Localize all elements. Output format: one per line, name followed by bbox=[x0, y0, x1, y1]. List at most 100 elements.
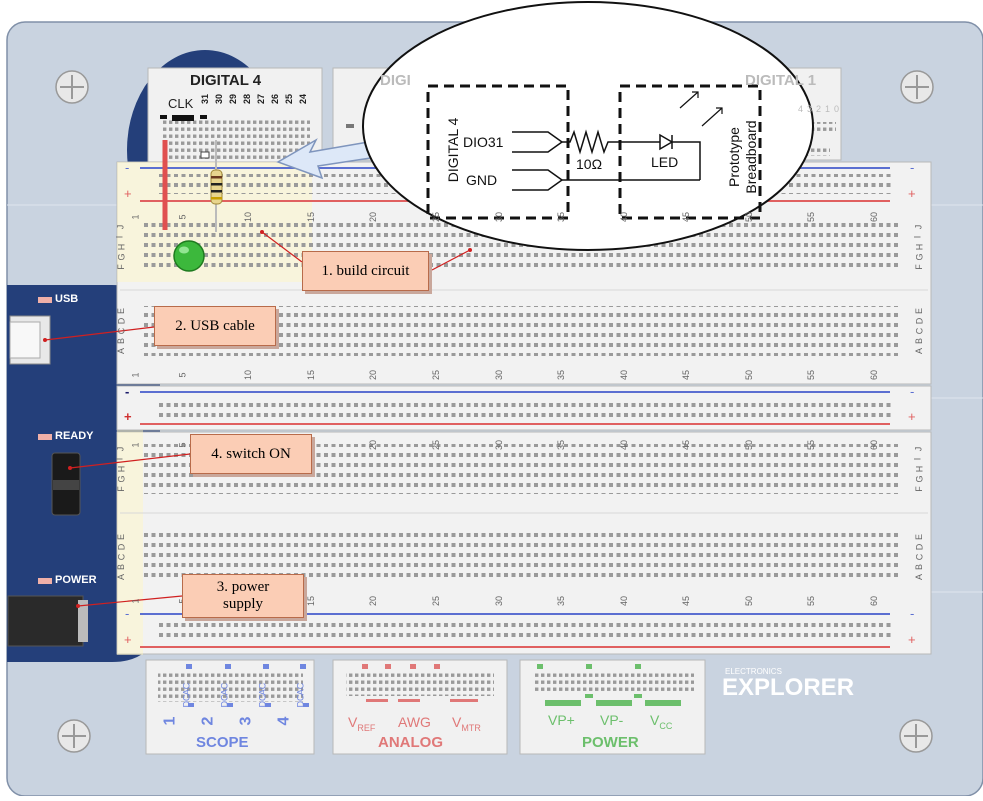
scope-channel-number: 1 bbox=[161, 716, 179, 726]
rail-plus-bottom-left: + bbox=[124, 632, 132, 647]
pin-number: 31 bbox=[200, 93, 210, 104]
screw-top-right-icon bbox=[900, 70, 934, 104]
column-number: 45 bbox=[681, 211, 692, 223]
row-letter: B bbox=[914, 563, 925, 571]
row-letter: D bbox=[116, 317, 127, 325]
vmtr-sub: MTR bbox=[461, 722, 481, 733]
schematic-proto-line2: Breadboard bbox=[743, 120, 759, 194]
row-letter: A bbox=[914, 573, 925, 581]
usb-label: USB bbox=[55, 293, 79, 305]
column-number: 60 bbox=[869, 595, 880, 607]
column-number: 60 bbox=[869, 211, 880, 223]
rail-plus-mid-left: + bbox=[124, 409, 132, 424]
column-number: 15 bbox=[306, 595, 317, 607]
schematic-dio31-label: DIO31 bbox=[463, 134, 504, 150]
row-letter: F bbox=[115, 264, 126, 270]
column-number: 10 bbox=[243, 211, 254, 223]
row-letter: B bbox=[914, 337, 925, 345]
vmtr-label: VMTR bbox=[452, 714, 481, 733]
vmtr-text: V bbox=[452, 714, 462, 730]
column-number: 30 bbox=[494, 369, 505, 381]
analog-label: ANALOG bbox=[378, 734, 443, 751]
vp-minus-label: VP- bbox=[600, 712, 624, 728]
column1-highlight bbox=[117, 430, 143, 655]
column-number: 1 bbox=[130, 372, 141, 378]
column-number: 50 bbox=[744, 369, 755, 381]
power-led bbox=[38, 578, 52, 584]
column-number: 40 bbox=[619, 369, 630, 381]
vcc-text: V bbox=[650, 712, 660, 728]
column-number: 55 bbox=[806, 439, 817, 451]
row-letter: A bbox=[914, 347, 925, 355]
column-number: 35 bbox=[556, 439, 567, 451]
column-number: 50 bbox=[744, 595, 755, 607]
column-number: 60 bbox=[869, 439, 880, 451]
vp-plus-label: VP+ bbox=[548, 712, 575, 728]
row-letter: I bbox=[912, 235, 923, 239]
callout-usb-cable: 2. USB cable bbox=[154, 306, 276, 346]
callout-build-circuit: 1. build circuit bbox=[302, 251, 429, 291]
rail-minus-mid-left: - bbox=[125, 384, 130, 399]
scope-dc-label: DC bbox=[181, 694, 192, 708]
screw-top-left-icon bbox=[55, 70, 89, 104]
awg-label: AWG bbox=[398, 714, 431, 730]
power-jack[interactable] bbox=[7, 595, 84, 647]
explorer-logo: EXPLORER bbox=[722, 674, 855, 701]
rail-minus-top-right: - bbox=[910, 160, 915, 175]
row-letter: A bbox=[116, 347, 127, 355]
scope-channel-number: 2 bbox=[199, 716, 217, 726]
row-letter: E bbox=[116, 533, 127, 541]
column-number: 30 bbox=[494, 595, 505, 607]
row-letter: C bbox=[116, 553, 127, 561]
digital4-label: DIGITAL 4 bbox=[190, 72, 262, 89]
schematic-resistor-label: 10Ω bbox=[576, 156, 603, 172]
row-letter: J bbox=[913, 446, 924, 452]
column-number: 5 bbox=[177, 214, 188, 220]
row-letter: H bbox=[914, 465, 925, 473]
row-letter: A bbox=[116, 573, 127, 581]
pin-number: 25 bbox=[284, 93, 294, 104]
power-module-label: POWER bbox=[582, 734, 639, 751]
column-number: 55 bbox=[806, 211, 817, 223]
schematic-module-box bbox=[426, 84, 570, 220]
digital1-label: DIGITAL 1 bbox=[745, 72, 817, 89]
vref-text: V bbox=[348, 714, 358, 730]
column-number: 55 bbox=[806, 369, 817, 381]
vcc-sub: CC bbox=[659, 720, 673, 731]
row-letter: E bbox=[116, 307, 127, 315]
rail-minus-bottom-left: - bbox=[125, 606, 130, 621]
clk-bar bbox=[172, 115, 194, 121]
rail-plus-top-left: + bbox=[124, 186, 132, 201]
scope-dc-label: DC bbox=[257, 694, 268, 708]
callout-usb-text: 2. USB cable bbox=[175, 317, 255, 334]
column-number: 40 bbox=[619, 439, 630, 451]
scope-channel-number: 3 bbox=[237, 716, 255, 726]
row-letter: E bbox=[914, 533, 925, 541]
ready-label: READY bbox=[55, 430, 94, 442]
column-number: 15 bbox=[306, 211, 317, 223]
schematic-proto-line1: Prototype bbox=[726, 127, 742, 187]
column-number: 35 bbox=[556, 369, 567, 381]
row-letter: H bbox=[116, 243, 127, 251]
ready-led bbox=[38, 434, 52, 440]
pin-number: 4 bbox=[798, 104, 804, 114]
row-letter: H bbox=[914, 243, 925, 251]
row-letter: G bbox=[116, 253, 127, 261]
callout-switch-text: 4. switch ON bbox=[211, 445, 291, 462]
column-number: 5 bbox=[177, 442, 188, 448]
column-number: 50 bbox=[744, 211, 755, 223]
row-letter: D bbox=[116, 543, 127, 551]
row-letter: J bbox=[115, 224, 126, 230]
scope-label: SCOPE bbox=[196, 734, 249, 751]
pin-number: 29 bbox=[228, 93, 238, 104]
pin-number: 30 bbox=[214, 93, 224, 104]
row-letter: B bbox=[116, 337, 127, 345]
row-letter: I bbox=[114, 457, 125, 461]
schematic-gnd-label: GND bbox=[466, 172, 498, 188]
usb-led bbox=[38, 297, 52, 303]
rail-plus-bottom-right: + bbox=[908, 632, 916, 647]
column-number: 20 bbox=[368, 439, 379, 451]
scope-dc-label: DC bbox=[295, 694, 306, 708]
row-letter: C bbox=[914, 553, 925, 561]
scope-ac-label: AC bbox=[181, 682, 192, 696]
